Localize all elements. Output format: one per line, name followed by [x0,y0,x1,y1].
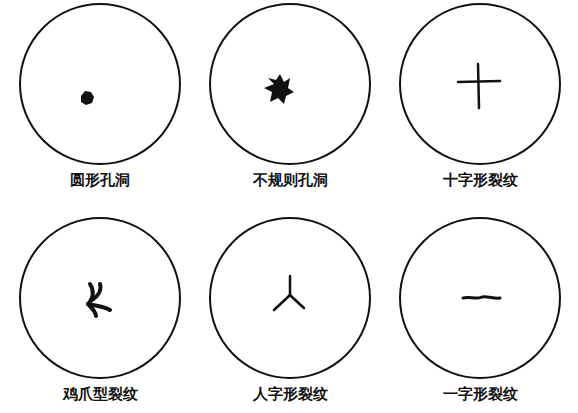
specimen-circle [15,214,185,380]
circle-outline [400,218,560,378]
defect-mark [274,276,304,310]
hole-shape [264,74,294,104]
circle-outline [20,218,180,378]
specimen-circle [205,0,375,166]
defect-figure: 鸡爪型裂纹 [15,214,185,404]
crack-line [458,81,500,82]
defect-mark [88,284,110,316]
crack-line [289,276,292,295]
circle-outline [400,4,560,164]
specimen-circle [205,214,375,380]
figure-caption: 鸡爪型裂纹 [61,384,140,404]
specimen-circle [15,0,185,166]
defect-figure: 人字形裂纹 [205,214,375,404]
defect-mark [264,74,294,104]
crack-line [92,284,101,300]
crack-line [274,295,290,310]
crack-line [88,304,96,316]
defect-figure: 不规则孔洞 [205,0,375,190]
defect-mark [81,91,94,105]
figure-caption: 人字形裂纹 [251,384,330,404]
circle-outline [210,218,370,378]
defect-mark [458,64,500,108]
circle-outline [20,4,180,164]
figure-caption: 一字形裂纹 [441,384,520,404]
defect-mark [463,297,500,298]
circle-outline [210,4,370,164]
specimen-circle [395,214,565,380]
defect-figure: 一字形裂纹 [395,214,565,404]
figure-caption: 圆形孔洞 [68,170,132,190]
defect-figure: 圆形孔洞 [15,0,185,190]
crack-line [478,64,479,108]
figure-caption: 不规则孔洞 [251,170,330,190]
crack-line [463,297,500,298]
hole-shape [81,91,94,105]
defect-figure: 十字形裂纹 [395,0,565,190]
crack-line [290,295,304,308]
specimen-circle [395,0,565,166]
figure-caption: 十字形裂纹 [441,170,520,190]
